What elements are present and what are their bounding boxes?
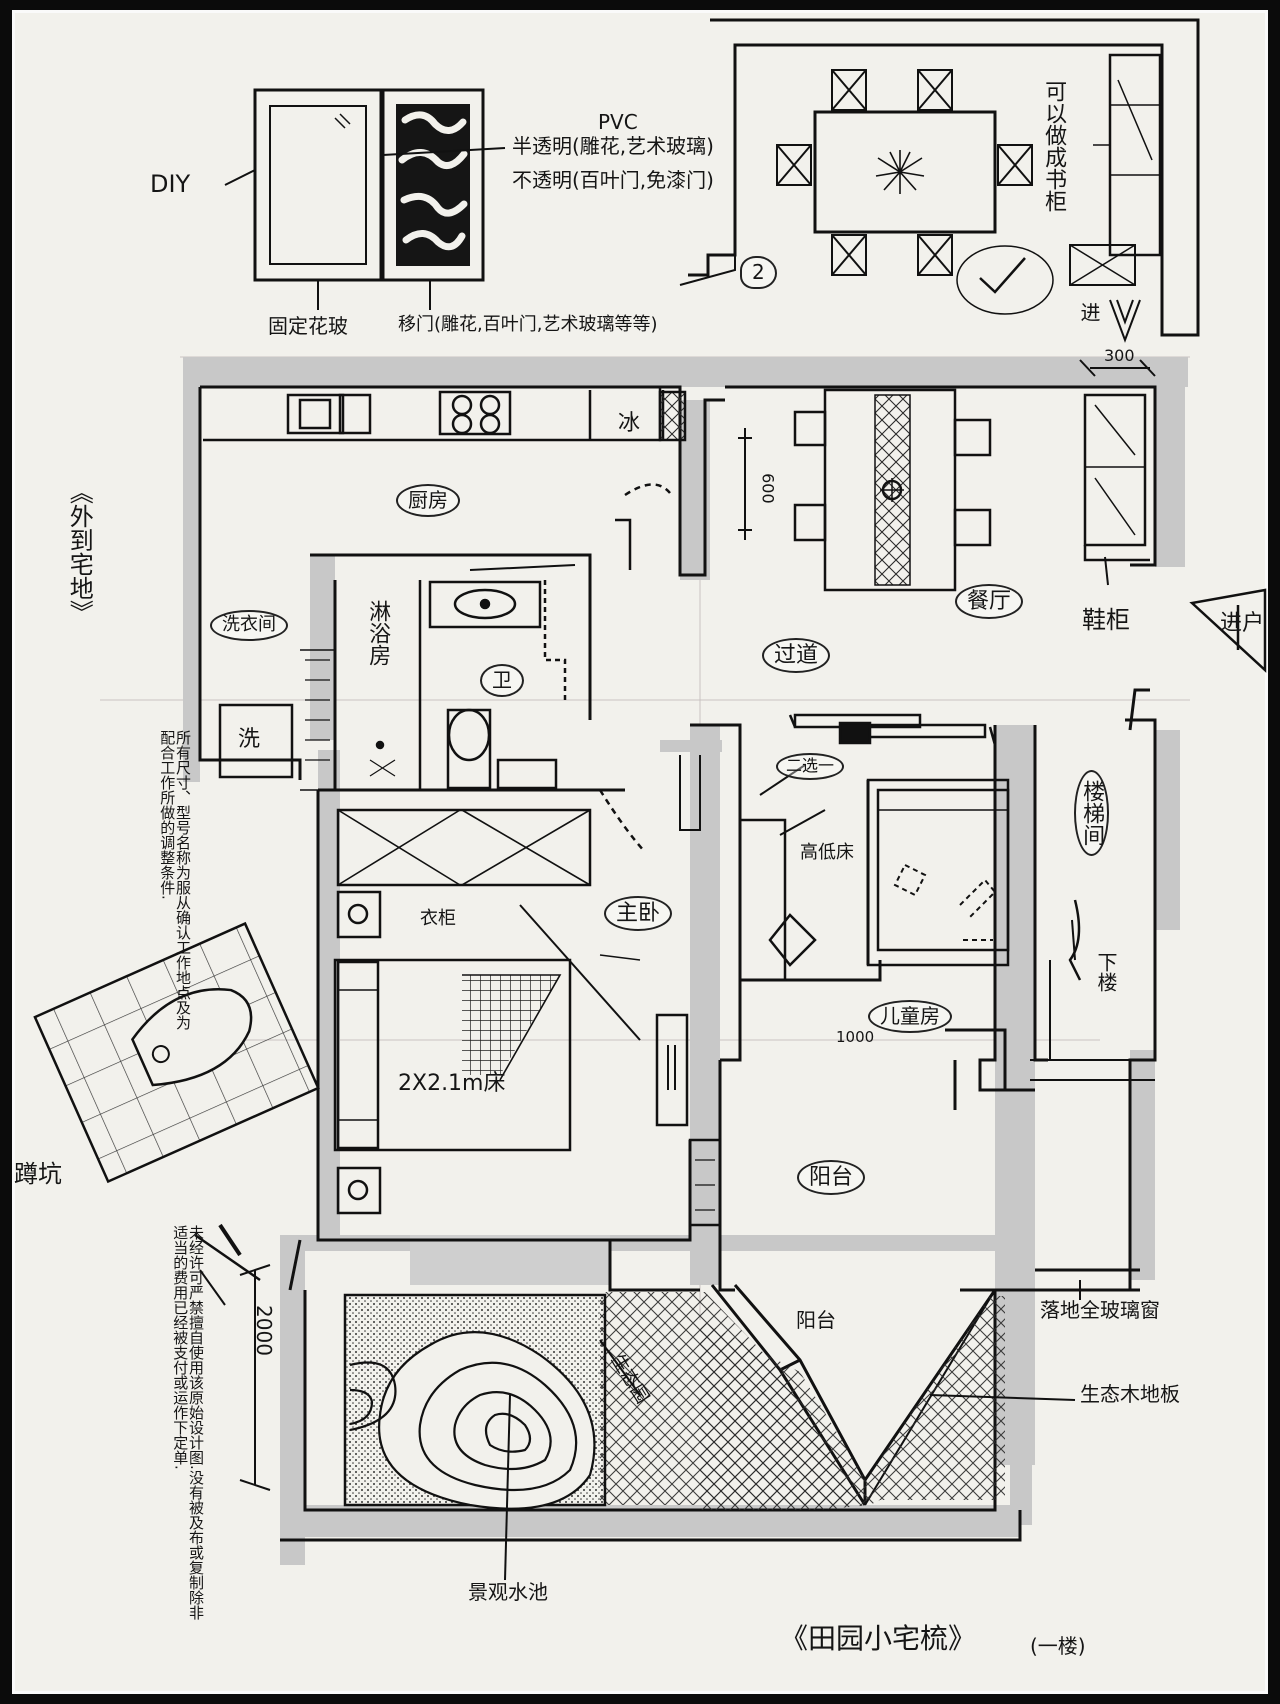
fixed-glass-label: 固定花玻 (268, 314, 348, 338)
pond-label: 景观水池 (468, 1580, 548, 1604)
washer-label: 洗 (238, 727, 261, 752)
bathroom-fixtures (218, 564, 576, 791)
shower-label: 淋浴房 (365, 600, 391, 666)
staircase (1030, 899, 1155, 1081)
diy-label: DIY (150, 170, 191, 198)
squat-toilet-label: 蹲坑 (14, 1160, 62, 1188)
toilet-label: 卫 (480, 664, 524, 697)
master-bedroom-label: 主卧 (604, 896, 673, 932)
eco-wood-floor (600, 1292, 1005, 1510)
kitchen-counter (203, 387, 687, 570)
dim-300: 300 (1104, 346, 1135, 365)
walls (183, 357, 1188, 1565)
plan-title-suffix: (一楼) (1030, 1634, 1086, 1658)
wardrobe-unit (336, 808, 592, 1215)
bookcase-note: 可以做成书柜 (1041, 80, 1067, 212)
dimension-lines (194, 359, 1156, 1491)
kitchen-label: 厨房 (396, 484, 460, 517)
fridge-label: 冰 (618, 411, 641, 436)
landscape-pond (343, 1293, 607, 1510)
shoe-cabinet-label: 鞋柜 (1082, 606, 1130, 634)
corridor-sliding-door (788, 713, 997, 746)
disclaimer-1: 所有尺寸、型号名称为服从确认工作地点及为配合工作所做的调整条件. (158, 730, 192, 1030)
sliding-door-label: 移门(雕花,百叶门,艺术玻璃等等) (398, 314, 658, 335)
dining-label: 餐厅 (955, 584, 1024, 620)
disclaimer-2: 未经许可严禁擅自使用该原始设计图.没有被及布或复制除非适当的费用已经被支付或运作… (171, 1225, 205, 1620)
floor-window-label: 落地全玻璃窗 (1040, 1298, 1160, 1322)
opaque-label: 不透明(百叶门,免漆门) (512, 168, 714, 192)
semi-transparent-label: 半透明(雕花,艺术玻璃) (512, 134, 714, 158)
master-bed (333, 904, 641, 1152)
entrance-label: 进户 (1220, 611, 1265, 636)
wardrobe-label: 衣柜 (420, 908, 456, 929)
dim-1000: 1000 (836, 1028, 875, 1046)
plan-title: 《田园小宅梳》 (780, 1622, 977, 1655)
balcony-label: 阳台 (797, 1160, 866, 1196)
dim-600: 600 (758, 473, 778, 504)
dining-option-plan (679, 18, 1200, 343)
option-badge: 2 (740, 256, 777, 289)
downstairs-label: 下楼 (1094, 952, 1118, 992)
option-entrance-mark: 进 (1077, 302, 1101, 322)
sunroom-label: 阳台 (796, 1308, 836, 1332)
loft-bed (738, 778, 1010, 982)
bed-size-label: 2X2.1m床 (398, 1071, 506, 1096)
corridor-label: 过道 (762, 638, 831, 674)
callout-arrows (504, 556, 1109, 1581)
legend-glass-panels (224, 88, 506, 310)
master-door (598, 755, 722, 1227)
kids-room-label: 儿童房 (868, 1000, 952, 1033)
side-title: 《外到宅地》 (65, 480, 94, 624)
squat-toilet-diagram (33, 921, 320, 1184)
eco-floor-label: 生态木地板 (1080, 1382, 1180, 1406)
sliding-two-label: 二选一 (776, 753, 845, 780)
loft-bed-label: 高低床 (800, 842, 854, 863)
dim-2000: 2000 (251, 1305, 276, 1356)
dining-table (793, 388, 1150, 592)
stairs-label: 楼梯间 (1074, 770, 1110, 856)
pvc-label: PVC (598, 110, 638, 134)
entrance-marker (1189, 588, 1267, 673)
laundry-label: 洗衣间 (210, 610, 288, 641)
